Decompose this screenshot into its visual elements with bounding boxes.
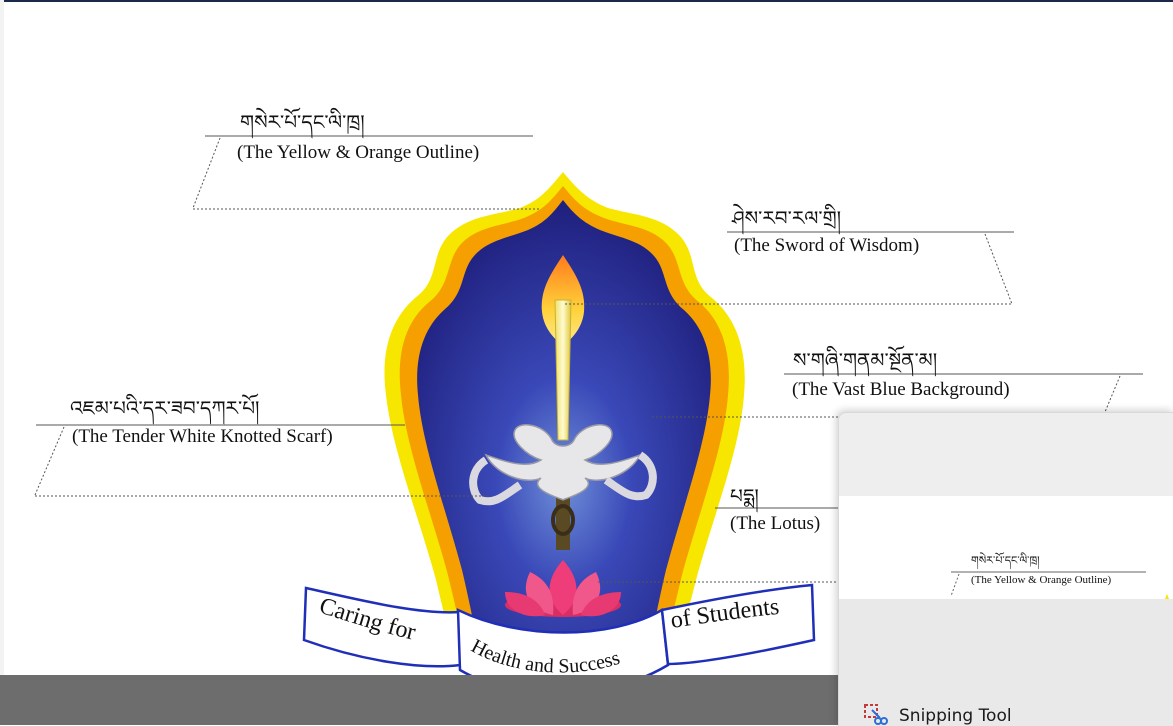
window-top-border bbox=[0, 0, 1173, 2]
snip-preview-image[interactable]: གསེར་པོ་དང་ལི་ཁྲ། (The Yellow & Orange O… bbox=[839, 496, 1173, 599]
background-label-tibetan: ས་གཞི་གནམ་སྔོན་མ། bbox=[793, 348, 938, 372]
sword-label-tibetan: ཤེས་རབ་རལ་གྲི། bbox=[732, 206, 842, 230]
snip-footer bbox=[839, 599, 1173, 726]
outline-label-tibetan: གསེར་པོ་དང་ལི་ཁྲ། bbox=[240, 110, 365, 134]
snip-preview-english: (The Yellow & Orange Outline) bbox=[971, 574, 1112, 586]
snip-preview-tibetan: གསེར་པོ་དང་ལི་ཁྲ། bbox=[971, 554, 1040, 567]
sword-label-english: (The Sword of Wisdom) bbox=[734, 235, 920, 256]
lotus-label-english: (The Lotus) bbox=[730, 513, 821, 534]
snipping-tool-icon bbox=[864, 704, 888, 725]
outline-label-english: (The Yellow & Orange Outline) bbox=[237, 142, 480, 163]
snipping-tool-app-name: Snipping Tool bbox=[899, 706, 1012, 726]
background-label-english: (The Vast Blue Background) bbox=[792, 379, 1010, 400]
screen-overlay-bar bbox=[0, 675, 838, 725]
sword-blade bbox=[554, 299, 572, 441]
lotus-label-tibetan: པདྨ། bbox=[730, 484, 759, 508]
scarf-label-tibetan: འཇམ་པའི་དར་ཟབ་དཀར་པོ། bbox=[70, 396, 260, 420]
lotus-flower bbox=[505, 560, 621, 617]
banner-right bbox=[660, 583, 816, 666]
snipping-tool-notification[interactable]: གསེར་པོ་དང་ལི་ཁྲ། (The Yellow & Orange O… bbox=[838, 412, 1173, 726]
scarf-label-english: (The Tender White Knotted Scarf) bbox=[72, 426, 333, 447]
white-scarf bbox=[484, 424, 642, 501]
callout-lines bbox=[34, 135, 1143, 583]
window-left-edge bbox=[0, 0, 4, 725]
